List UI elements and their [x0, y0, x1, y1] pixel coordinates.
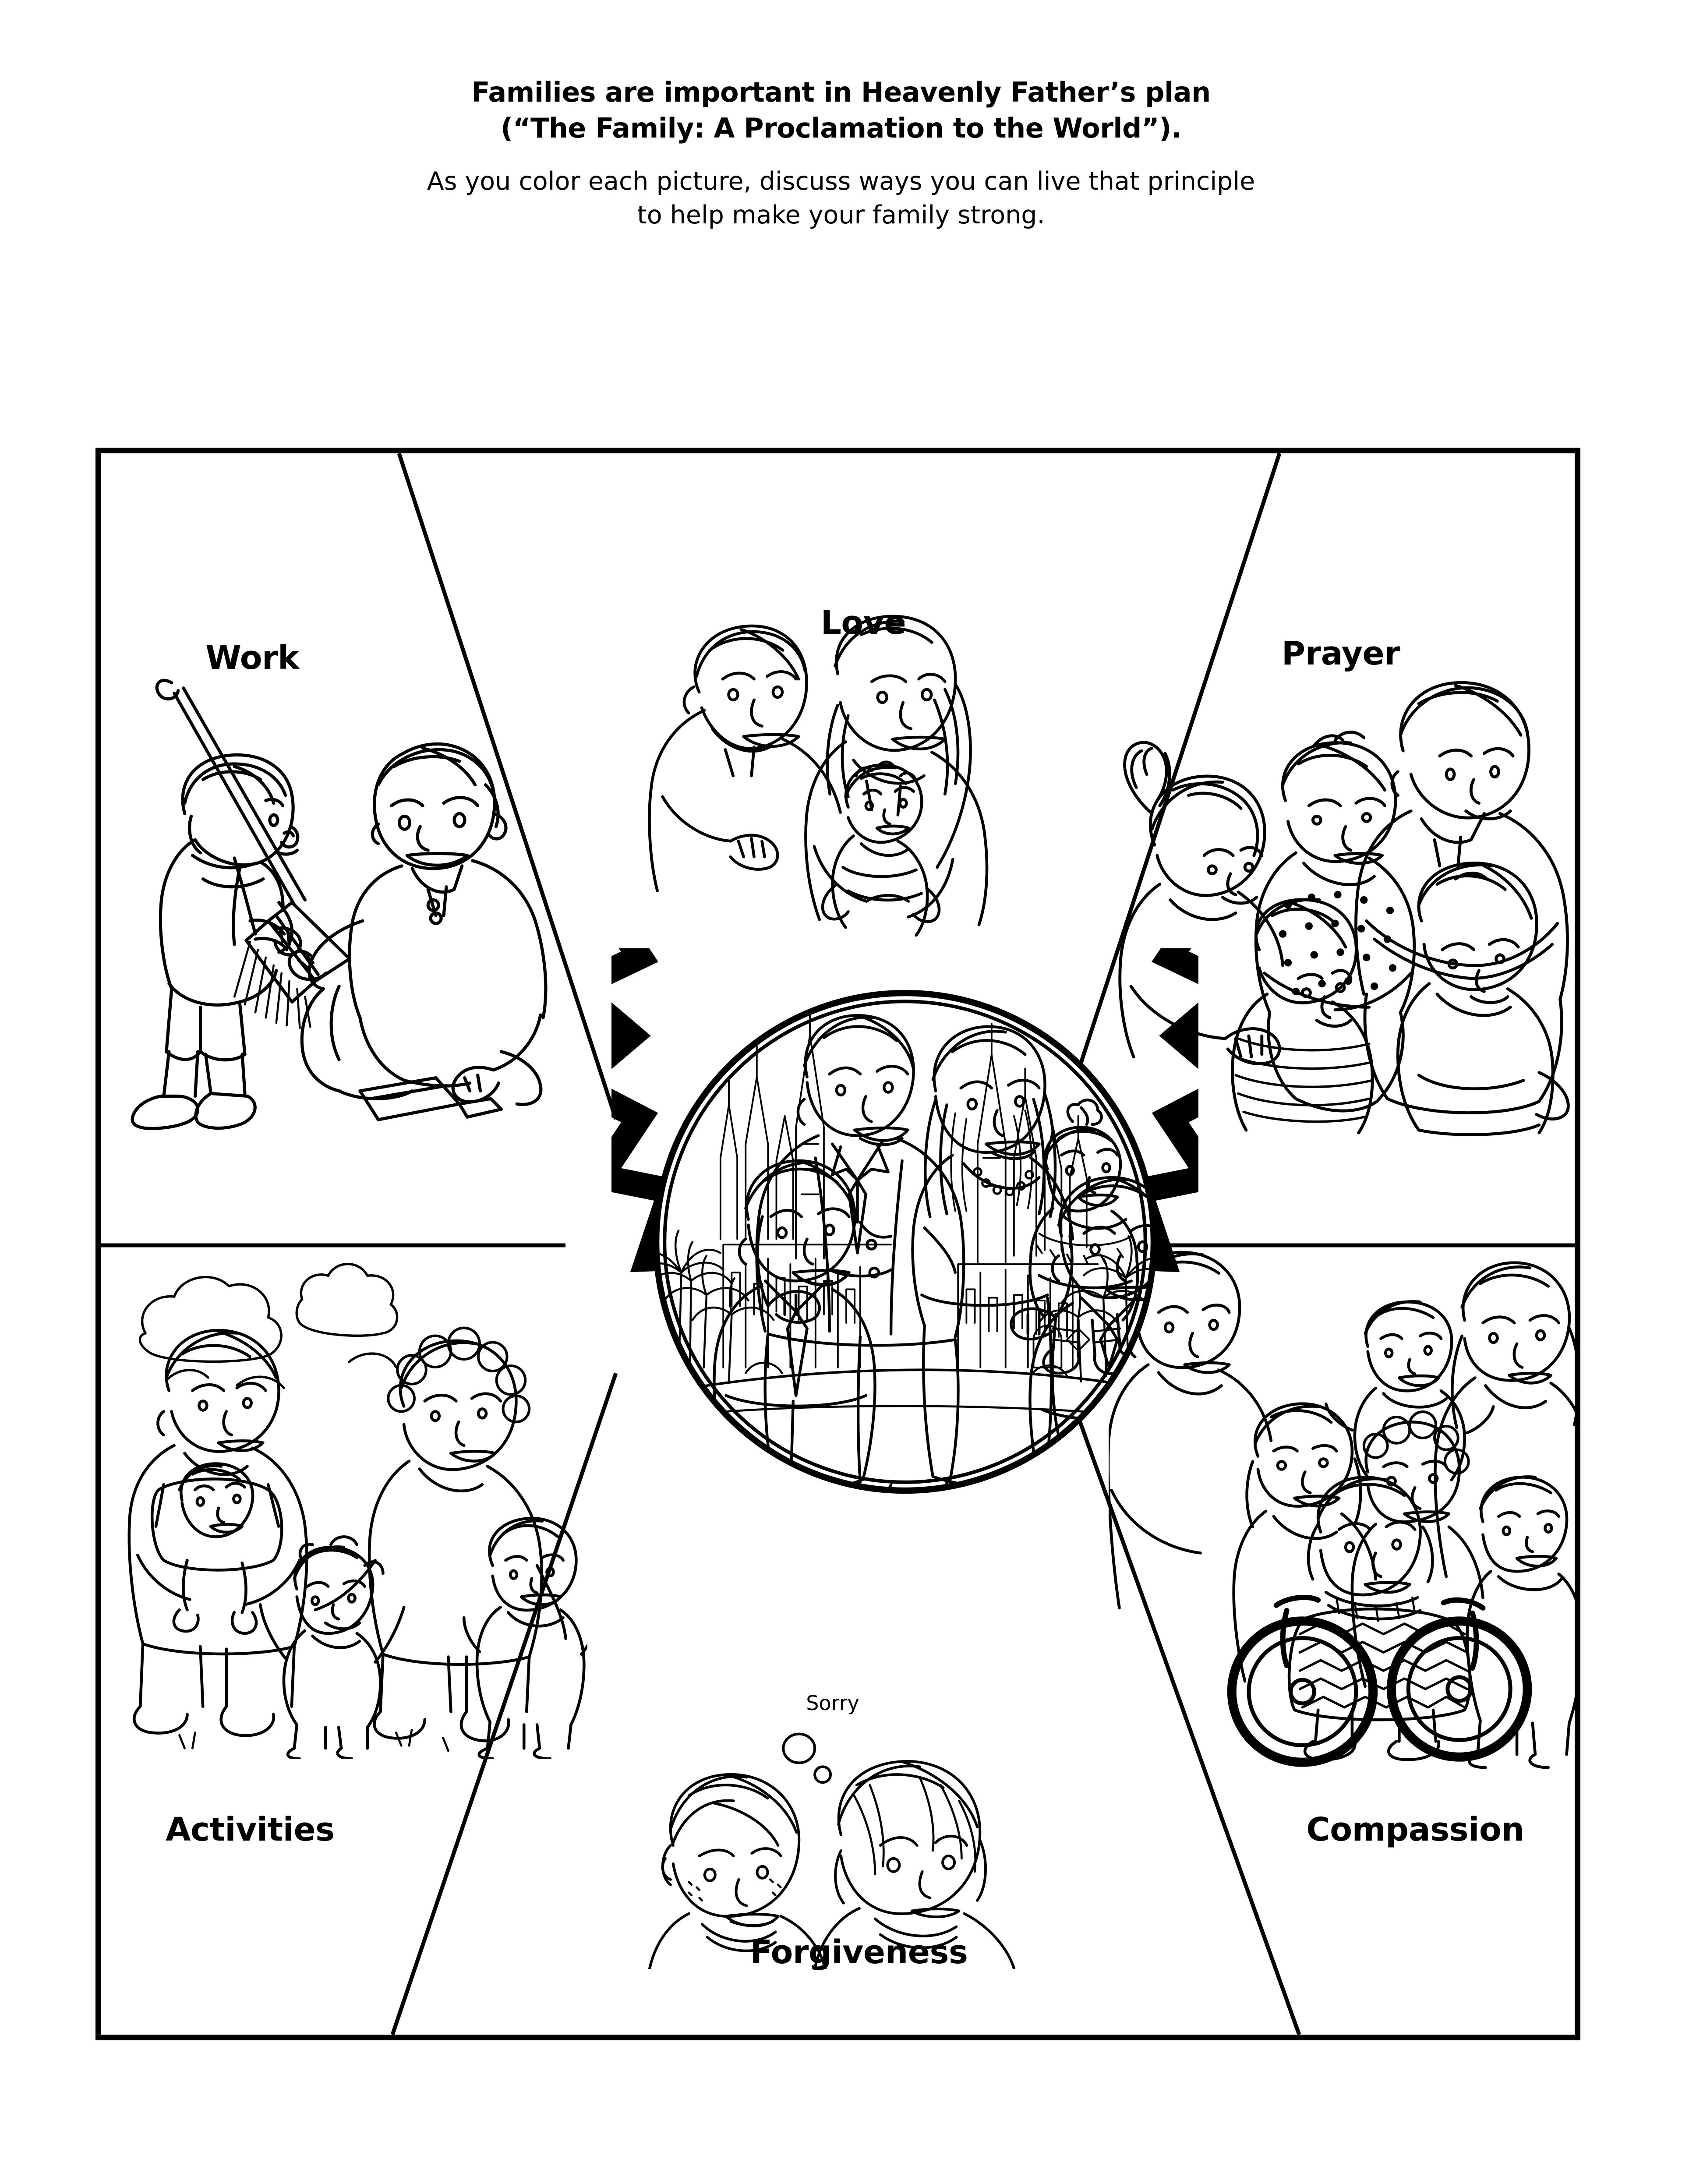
forgiveness-illustration [648, 1732, 1016, 1969]
page-header: Families are important in Heavenly Fathe… [0, 74, 1682, 233]
section-label-forgiveness: Forgiveness [750, 1933, 968, 1971]
center-family-temple-medallion [611, 948, 1198, 1494]
section-label-prayer: Prayer [1281, 635, 1400, 672]
compassion-illustration [1109, 1251, 1575, 1769]
forgiveness-thought-bubble-text: Sorry [806, 1691, 859, 1715]
page-subtitle: As you color each picture, discuss ways … [427, 166, 1255, 230]
section-label-love: Love [820, 604, 906, 642]
section-label-activities: Activities [166, 1811, 335, 1848]
section-label-work: Work [205, 639, 299, 677]
page-title: Families are important in Heavenly Fathe… [471, 76, 1211, 144]
work-illustration [131, 679, 548, 1130]
love-illustration [648, 615, 989, 937]
medallion-outer-circle [653, 990, 1157, 1494]
section-divider-lines [101, 453, 1575, 2035]
section-label-compassion: Compassion [1306, 1811, 1524, 1848]
prayer-illustration [1118, 681, 1570, 1136]
wheel-diagram-frame: Love Work Prayer Activities Forgiveness … [95, 448, 1580, 2040]
activities-illustration [127, 1262, 587, 1759]
